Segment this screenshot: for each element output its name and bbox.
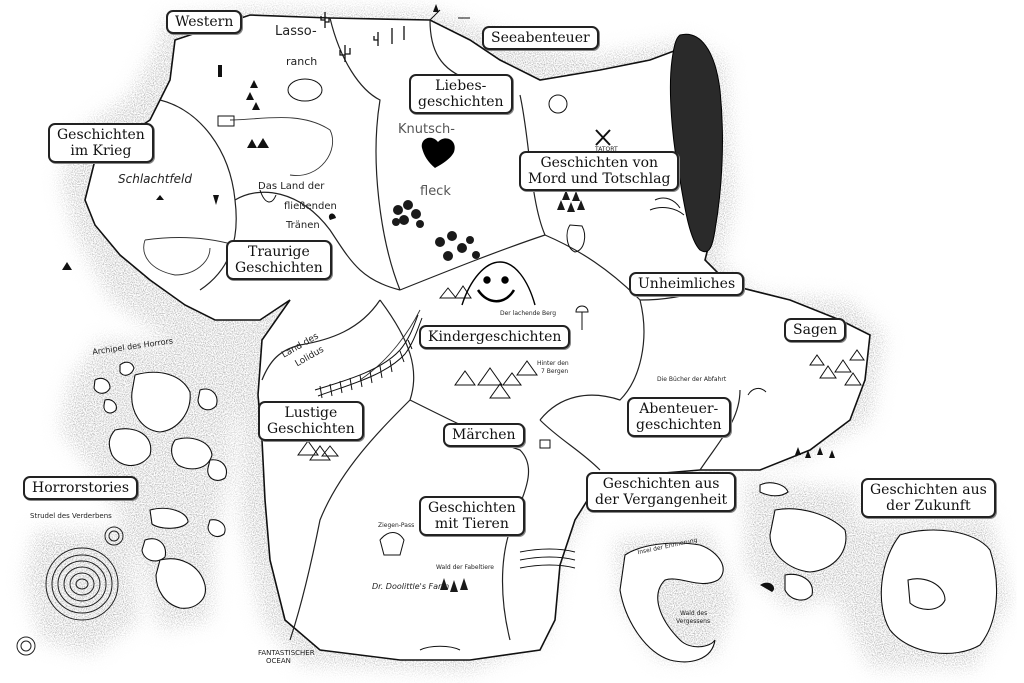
southeast-islands: [619, 482, 998, 663]
region-label-unheimliches[interactable]: Unheimliches: [629, 272, 745, 296]
place-land-traenen-2: fließenden: [284, 201, 337, 212]
place-ocean-1: FANTASTISCHER: [258, 649, 315, 657]
region-label-vergangenheit[interactable]: Geschichten aus der Vergangenheit: [586, 472, 737, 512]
dark-forest: [669, 33, 723, 253]
cacti: [320, 12, 405, 62]
place-schlachtfeld: Schlachtfeld: [118, 172, 192, 186]
region-label-line-2: der Zukunft: [886, 498, 971, 514]
region-label-mord[interactable]: Geschichten von Mord und Totschlag: [519, 151, 680, 191]
region-label-liebesgeschichten[interactable]: Liebes- geschichten: [409, 74, 513, 114]
place-wald-vergessens-2: Vergessens: [676, 618, 711, 625]
region-label-line-2: der Vergangenheit: [595, 492, 728, 508]
region-label-text: Sagen: [793, 322, 838, 338]
region-label-line-2: im Krieg: [70, 143, 132, 159]
region-label-zukunft[interactable]: Geschichten aus der Zukunft: [861, 478, 996, 518]
region-label-line-1: Geschichten aus: [870, 482, 987, 498]
region-label-line-2: mit Tieren: [434, 516, 509, 532]
horror-islands: [93, 361, 228, 609]
region-label-line-1: Abenteuer-: [639, 401, 719, 417]
region-label-seeabenteuer[interactable]: Seeabenteuer: [482, 26, 599, 50]
region-label-line-1: Lustige: [284, 405, 338, 421]
region-label-traurige[interactable]: Traurige Geschichten: [226, 240, 332, 280]
region-label-line-1: Liebes-: [435, 78, 487, 94]
region-label-text: Horrorstories: [32, 480, 130, 496]
region-label-horrorstories[interactable]: Horrorstories: [23, 476, 139, 500]
region-label-line-1: Geschichten aus: [602, 476, 720, 492]
region-label-text: Western: [175, 14, 234, 30]
laughing-mountain: [461, 261, 536, 306]
region-label-text: Märchen: [452, 427, 516, 443]
region-label-western[interactable]: Western: [166, 10, 243, 34]
place-hinter-bergen-2: 7 Bergen: [541, 368, 569, 375]
region-label-maerchen[interactable]: Märchen: [443, 423, 525, 447]
region-label-line-2: Geschichten: [235, 260, 323, 276]
place-buecher-abfahrt: Die Bücher der Abfahrt: [657, 376, 727, 383]
region-label-line-2: Geschichten: [267, 421, 355, 437]
region-label-line-2: geschichten: [636, 417, 722, 433]
place-knutschfleck-2: fleck: [420, 184, 451, 199]
place-tatort: TATORT: [595, 146, 618, 153]
region-label-line-2: Mord und Totschlag: [528, 171, 671, 187]
region-label-lustige[interactable]: Lustige Geschichten: [258, 401, 364, 441]
place-wald-vergessens-1: Wald des: [680, 610, 708, 617]
place-land-traenen-3: Tränen: [286, 220, 320, 231]
region-label-text: Unheimliches: [638, 276, 736, 292]
place-lasso-ranch-1: Lasso-: [275, 24, 317, 39]
region-label-line-1: Geschichten von: [540, 155, 659, 171]
region-label-line-1: Traurige: [247, 244, 310, 260]
place-knutschfleck-1: Knutsch-: [398, 122, 455, 137]
small-symbols: [62, 4, 835, 592]
place-wald-fabeltiere: Wald der Fabeltiere: [436, 564, 494, 571]
region-label-text: Seeabenteuer: [491, 30, 590, 46]
region-label-text: Kindergeschichten: [428, 329, 562, 345]
kiss-lake: [421, 137, 455, 168]
region-label-line-2: geschichten: [418, 94, 504, 110]
place-lachender-berg: Der lachende Berg: [500, 310, 557, 317]
place-land-traenen-1: Das Land der: [258, 181, 325, 192]
region-label-line-1: Geschichten: [57, 127, 145, 143]
region-label-krieg[interactable]: Geschichten im Krieg: [48, 123, 154, 163]
rail-line: [314, 314, 423, 399]
place-ocean-2: OCEAN: [266, 657, 291, 665]
place-strudel: Strudel des Verderbens: [30, 512, 112, 520]
place-hinter-bergen-1: Hinter den: [537, 360, 569, 367]
region-label-abenteuer[interactable]: Abenteuer- geschichten: [627, 397, 731, 437]
whirlpools: [16, 526, 124, 656]
place-farm: Dr. Doolittle's Farm: [372, 582, 450, 591]
region-label-tiere[interactable]: Geschichten mit Tieren: [419, 496, 525, 536]
place-ziegenpass: Ziegen-Pass: [378, 522, 415, 529]
region-label-kindergeschichten[interactable]: Kindergeschichten: [419, 325, 571, 349]
region-label-line-1: Geschichten: [428, 500, 516, 516]
region-label-sagen[interactable]: Sagen: [784, 318, 847, 342]
roads: [143, 117, 421, 381]
place-lasso-ranch-2: ranch: [286, 55, 318, 68]
